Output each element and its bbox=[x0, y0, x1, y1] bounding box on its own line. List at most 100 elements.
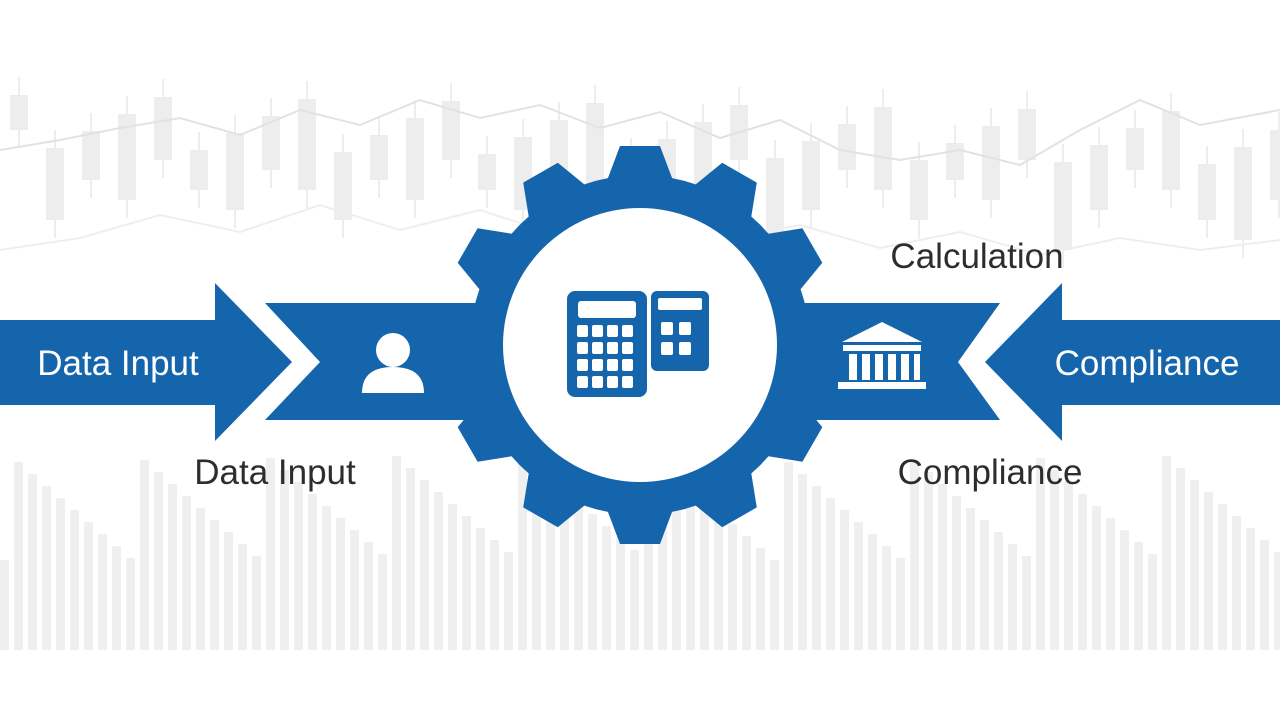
calculator-key bbox=[577, 376, 588, 388]
background-bar bbox=[644, 452, 653, 650]
background-bar bbox=[1176, 468, 1185, 650]
background-candle-wick bbox=[1062, 144, 1064, 268]
background-candle-wick bbox=[450, 83, 452, 178]
background-bar bbox=[784, 462, 793, 650]
calculator-key bbox=[622, 359, 633, 371]
background-candle-wick bbox=[18, 77, 20, 148]
background-bar bbox=[574, 502, 583, 650]
background-bar bbox=[1148, 554, 1157, 650]
background-candle-wick bbox=[1170, 93, 1172, 208]
background-bar bbox=[1134, 542, 1143, 650]
background-bar bbox=[742, 536, 751, 650]
background-bar bbox=[308, 494, 317, 650]
background-candle-wick bbox=[882, 89, 884, 208]
calculator-key bbox=[622, 376, 633, 388]
calculator-key bbox=[622, 325, 633, 337]
background-bar bbox=[84, 522, 93, 650]
background-bar bbox=[126, 558, 135, 650]
background-candle-wick bbox=[990, 108, 992, 218]
background-bar bbox=[1008, 544, 1017, 650]
calculator-key bbox=[592, 342, 603, 354]
background-bar bbox=[826, 498, 835, 650]
background-bar-chart bbox=[0, 452, 1280, 650]
data-input-arrow-label: Data Input bbox=[37, 344, 199, 383]
background-bar bbox=[1022, 556, 1031, 650]
background-bar bbox=[546, 478, 555, 650]
background-bar bbox=[966, 508, 975, 650]
background-candle-wick bbox=[378, 117, 380, 198]
calculator-key bbox=[592, 359, 603, 371]
compliance-arrow bbox=[985, 283, 1280, 441]
background-bar bbox=[658, 464, 667, 650]
background-candle-wick bbox=[1134, 110, 1136, 188]
background-bar bbox=[224, 532, 233, 650]
calculator-key bbox=[622, 342, 633, 354]
background-bar bbox=[840, 510, 849, 650]
background-bar bbox=[168, 484, 177, 650]
background-bar bbox=[70, 510, 79, 650]
background-candle-wick bbox=[162, 79, 164, 178]
background-bar bbox=[504, 552, 513, 650]
background-bar bbox=[14, 462, 23, 650]
background-bar bbox=[812, 486, 821, 650]
background-bar bbox=[448, 504, 457, 650]
background-candle bbox=[1270, 130, 1280, 200]
background-candle-wick bbox=[954, 125, 956, 198]
background-bar bbox=[714, 512, 723, 650]
background-bar bbox=[322, 506, 331, 650]
bank-building-icon bbox=[838, 322, 926, 389]
background-bar bbox=[994, 532, 1003, 650]
background-bar bbox=[630, 550, 639, 650]
calculator-icon bbox=[567, 291, 709, 397]
background-bar bbox=[364, 542, 373, 650]
background-trend-line bbox=[0, 98, 1280, 167]
background-bar bbox=[602, 526, 611, 650]
background-candle-wick bbox=[810, 123, 812, 228]
background-candle-wick bbox=[1242, 129, 1244, 258]
background-candle-wick bbox=[774, 140, 776, 268]
background-bar bbox=[1232, 516, 1241, 650]
background-bar bbox=[154, 472, 163, 650]
background-bar bbox=[616, 538, 625, 650]
background-candle-wick bbox=[918, 142, 920, 238]
background-candle-wick bbox=[414, 100, 416, 218]
background-bar bbox=[952, 496, 961, 650]
background-candle-wick bbox=[270, 98, 272, 188]
background-bar bbox=[490, 540, 499, 650]
background-bar bbox=[700, 500, 709, 650]
background-bar bbox=[798, 474, 807, 650]
background-bar bbox=[266, 458, 275, 650]
background-bar bbox=[938, 484, 947, 650]
background-bar bbox=[854, 522, 863, 650]
background-bar bbox=[1050, 470, 1059, 650]
background-bar bbox=[770, 560, 779, 650]
background-bar bbox=[280, 470, 289, 650]
background-bar bbox=[1246, 528, 1255, 650]
background-bar bbox=[392, 456, 401, 650]
calculator-key bbox=[607, 359, 618, 371]
calculator-key bbox=[607, 376, 618, 388]
background-candle-wick bbox=[126, 96, 128, 218]
calculation-caption: Calculation bbox=[890, 237, 1063, 276]
background-bar bbox=[196, 508, 205, 650]
background-bar bbox=[1260, 540, 1269, 650]
background-candle-wick bbox=[522, 119, 524, 228]
background-candle-wick bbox=[1278, 112, 1280, 218]
background-bar bbox=[882, 546, 891, 650]
background-bar bbox=[140, 460, 149, 650]
background-bar bbox=[896, 558, 905, 650]
calculator-key bbox=[577, 342, 588, 354]
background-bar bbox=[1036, 458, 1045, 650]
compliance-arrow-label: Compliance bbox=[1055, 344, 1240, 383]
background-candle-wick bbox=[90, 113, 92, 198]
background-bar bbox=[336, 518, 345, 650]
background-bar bbox=[462, 516, 471, 650]
background-bar bbox=[1078, 494, 1087, 650]
background-candle-wick bbox=[1206, 146, 1208, 238]
background-bar bbox=[1064, 482, 1073, 650]
background-candlestick-chart bbox=[10, 77, 1280, 268]
calculator-key bbox=[592, 325, 603, 337]
background-bar bbox=[728, 524, 737, 650]
